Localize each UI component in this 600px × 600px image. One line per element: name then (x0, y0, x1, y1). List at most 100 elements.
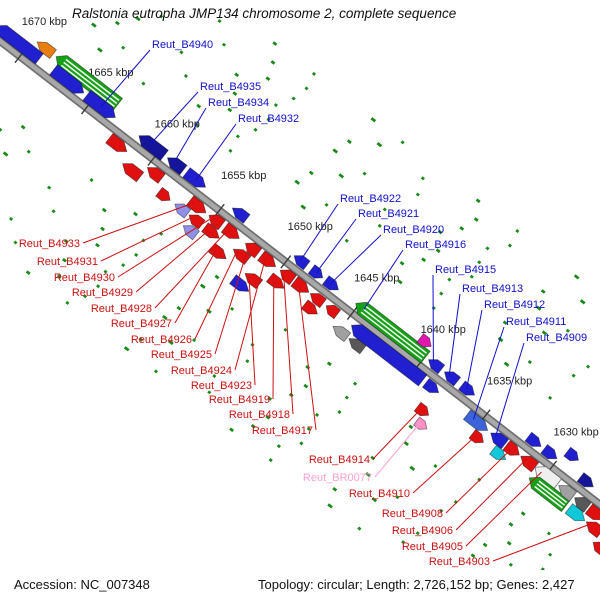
gene-label[interactable]: Reut_B4921 (358, 208, 419, 220)
gene-arrow[interactable] (182, 225, 200, 241)
gene-label[interactable]: Reut_B4934 (208, 97, 269, 109)
gene-arrow[interactable] (574, 496, 592, 513)
gene-arrow[interactable] (462, 409, 489, 431)
gene-arrow[interactable] (290, 275, 310, 293)
gene-label[interactable]: Reut_B4931 (37, 256, 98, 268)
gene-arrow[interactable] (207, 242, 227, 260)
gene-arrow[interactable] (490, 432, 510, 450)
gene-label[interactable]: Reut_B4911 (506, 316, 566, 328)
gene-arrow[interactable] (208, 214, 226, 231)
gene-label[interactable]: Reut_B4912 (484, 299, 545, 311)
gene-arrow[interactable] (174, 203, 192, 219)
gene-label[interactable]: Reut_B4919 (209, 394, 270, 406)
gene-arrow[interactable] (325, 304, 342, 320)
gene-label[interactable]: Reut_B4918 (229, 409, 290, 421)
gene-arrow[interactable] (231, 207, 251, 224)
gene-arrow[interactable] (265, 272, 285, 289)
gene-label-line (248, 276, 256, 386)
gene-label[interactable]: Reut_B4935 (200, 81, 261, 93)
gene-arrow[interactable] (421, 377, 440, 394)
gene-label[interactable]: Reut_B4933 (19, 238, 80, 250)
gene-label[interactable]: Reut_B4928 (91, 303, 152, 315)
gene-arrow[interactable] (188, 214, 206, 230)
gene-arrow[interactable] (540, 444, 558, 460)
gene-label[interactable]: Reut_B4917 (252, 425, 313, 437)
gene-arrow[interactable] (166, 157, 188, 176)
gene-arrow[interactable] (502, 439, 520, 456)
gene-label[interactable]: Reut_B4924 (171, 365, 232, 377)
gene-label-line (195, 123, 237, 181)
gene-label[interactable]: Reut_B4923 (191, 380, 252, 392)
gene-label-line (272, 280, 275, 400)
gene-arrow[interactable] (201, 222, 220, 239)
gene-arrow[interactable] (220, 222, 240, 239)
gene-label[interactable]: Reut_B4914 (309, 454, 370, 466)
gene-arrow[interactable] (300, 299, 318, 315)
six-frame-dash-row (0, 168, 559, 600)
gene-stripe (362, 308, 425, 357)
gene-arrow[interactable] (138, 135, 169, 162)
gene-arrow[interactable] (244, 272, 264, 290)
gene-arrow[interactable] (564, 503, 586, 522)
axis-tick-label: 1645 kbp (354, 273, 399, 285)
gene-arrow[interactable] (585, 521, 600, 539)
gene-arrow[interactable] (592, 541, 600, 556)
gene-arrow[interactable] (182, 167, 207, 188)
gene-label[interactable]: Reut_B4906 (392, 525, 453, 537)
gene-label[interactable]: Reut_B4915 (435, 264, 496, 276)
gene-arrow[interactable] (428, 359, 446, 375)
gene-arrow[interactable] (146, 167, 166, 184)
gene-arrow[interactable] (245, 242, 263, 259)
gene-label[interactable]: Reut_B4903 (429, 556, 490, 568)
gene-label-line (466, 309, 483, 390)
gene-label[interactable]: Reut_B4927 (111, 318, 172, 330)
gene-label[interactable]: Reut_B4908 (382, 508, 443, 520)
gene-arrow[interactable] (0, 25, 44, 65)
gene-label[interactable]: Reut_B4940 (152, 39, 213, 51)
gene-label[interactable]: Reut_B4910 (349, 488, 410, 500)
gene-label[interactable]: Reut_B4932 (238, 113, 299, 125)
gene-arrow[interactable] (443, 371, 462, 387)
gene-arrow[interactable] (122, 163, 145, 183)
gene-arrow[interactable] (279, 269, 298, 286)
gene-arrow[interactable] (105, 132, 128, 153)
gene-stripe (365, 305, 428, 354)
gene-arrow[interactable] (49, 64, 85, 94)
gene-arrow[interactable] (576, 472, 594, 488)
gene-label-line (117, 217, 213, 278)
gene-label[interactable]: Reut_B4922 (340, 193, 401, 205)
gene-label[interactable]: Reut_B4929 (72, 287, 133, 299)
gene-label[interactable]: Reut_BR0077 (303, 472, 372, 484)
gene-label[interactable]: Reut_B4926 (131, 334, 192, 346)
gene-arrow[interactable] (82, 89, 116, 119)
gene-arrow[interactable] (36, 41, 57, 60)
gene-arrow[interactable] (584, 503, 600, 521)
gene-label-line (174, 250, 217, 324)
gene-arrow[interactable] (412, 416, 428, 430)
gene-label[interactable]: Reut_B4920 (383, 224, 444, 236)
sequence-summary-text: Topology: circular; Length: 2,726,152 bp… (258, 577, 575, 592)
gene-label[interactable]: Reut_B4916 (405, 239, 466, 251)
gene-arrow[interactable] (257, 250, 277, 268)
sequence-axis-core (0, 38, 600, 508)
gene-arrow[interactable] (416, 333, 432, 348)
gene-label[interactable]: Reut_B4905 (402, 541, 463, 553)
gene-label-line (82, 202, 194, 244)
gene-arrow[interactable] (293, 255, 311, 271)
gene-arrow[interactable] (155, 186, 171, 202)
gene-arrow[interactable] (524, 431, 542, 447)
gene-label[interactable]: Reut_B4909 (526, 332, 587, 344)
gene-label[interactable]: Reut_B4925 (151, 349, 212, 361)
gene-arrow[interactable] (351, 324, 428, 387)
gene-arrow[interactable] (229, 274, 250, 292)
gene-label[interactable]: Reut_B4913 (462, 283, 523, 295)
gene-arrow[interactable] (563, 446, 579, 462)
gene-arrow[interactable] (332, 325, 352, 343)
gene-arrow[interactable] (309, 293, 327, 309)
gene-arrow[interactable] (185, 195, 207, 214)
gene-label-line (298, 284, 317, 431)
gene-arrow[interactable] (321, 275, 339, 291)
gene-label[interactable]: Reut_B4930 (54, 272, 115, 284)
gene-arrow[interactable] (558, 485, 578, 502)
gene-arrow[interactable] (307, 264, 324, 279)
